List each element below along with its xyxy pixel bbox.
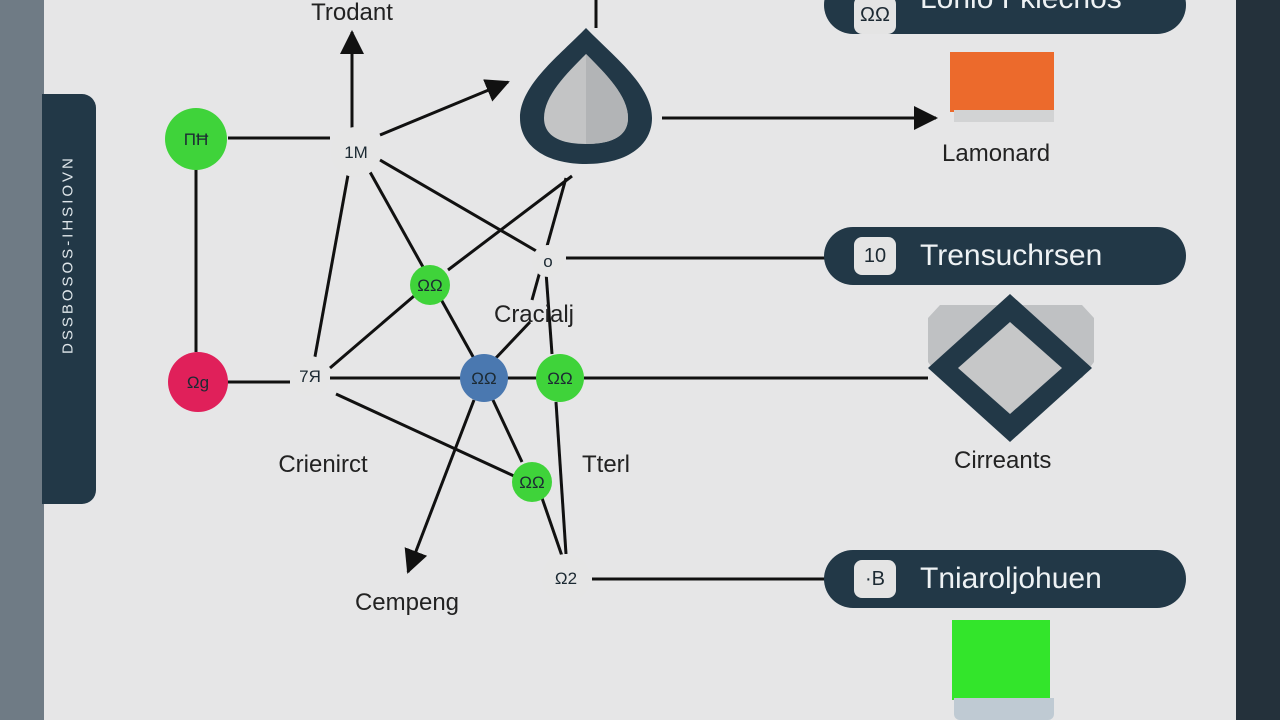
label-cracialj: Cracialj [494,301,574,328]
edge-n9-n10 [540,497,564,557]
label-top: Trodant [311,0,393,26]
green-box-base [954,698,1054,720]
edge-n7-n9 [490,397,524,463]
label-cempeng: Cempeng [355,589,459,616]
label-crienirct: Crienirct [278,451,368,478]
node-n9-label: ΩΩ [519,473,544,492]
node-n10-label: Ω2 [555,569,577,588]
node-n3[interactable]: o [532,245,564,277]
edge-n4-n6 [329,294,415,370]
right-frame [1236,0,1280,720]
node-n1-label: ΠĦ [184,130,209,149]
node-n8-label: ΩΩ [547,369,572,388]
label-lamonard: Lamonard [942,140,1051,167]
node-n7-label: ΩΩ [471,369,496,388]
edge-n2-n6 [312,174,350,363]
pill-middle-text: Trensuchrsen [920,239,1103,272]
connector-lines [194,0,938,585]
node-n4-label: ΩΩ [417,276,442,295]
node-n10[interactable]: Ω2 [542,554,590,602]
node-n5-label: Ωg [187,373,209,392]
node-n6[interactable]: 7Я [290,356,330,396]
left-frame [0,0,44,720]
green-box [952,620,1050,700]
edge-n2-n3 [379,158,539,254]
label-cirreants: Cirreants [954,447,1052,474]
pill-middle-chip: 10 [854,237,896,275]
node-n9[interactable]: ΩΩ [512,462,552,502]
edge-n8-n10 [554,401,568,555]
drop-shape [520,28,652,164]
node-n7[interactable]: ΩΩ [460,354,508,402]
side-tab[interactable] [42,94,96,504]
node-n6-label: 7Я [299,367,321,386]
orange-box [950,52,1054,112]
node-n4[interactable]: ΩΩ [410,265,450,305]
pill-bottom[interactable]: ·B Tniaroljohuen [824,550,1186,608]
node-n5[interactable]: Ωg [168,352,228,412]
node-n1[interactable]: ΠĦ [165,108,227,170]
node-n8[interactable]: ΩΩ [536,354,584,402]
edge-cracialj-n7 [492,320,532,362]
node-n2[interactable]: 1M [331,127,381,177]
node-n3-label: o [543,252,552,271]
label-tterl: Tterl [582,451,630,478]
pill-bottom-chip: ·B [854,560,896,598]
node-n2-label: 1M [344,143,368,162]
edge-drop-cracialj [530,177,568,301]
pill-top[interactable]: ΩΩ Lonio Fĸlechos [824,0,1186,34]
pill-top-text: Lonio Fĸlechos [920,0,1122,28]
edge-n7-cempeng [404,399,476,574]
pill-top-chip: ΩΩ [854,0,896,34]
edge-n6-n9 [335,392,515,478]
edge-n2-drop [379,79,510,137]
edge-drop-n4 [447,174,573,272]
diamond-shape [928,294,1094,442]
pill-middle[interactable]: 10 Trensuchrsen [824,227,1186,285]
edge-n3-n8 [544,271,554,355]
orange-box-shadow [954,110,1054,122]
pill-bottom-text: Tniaroljohuen [920,562,1102,595]
